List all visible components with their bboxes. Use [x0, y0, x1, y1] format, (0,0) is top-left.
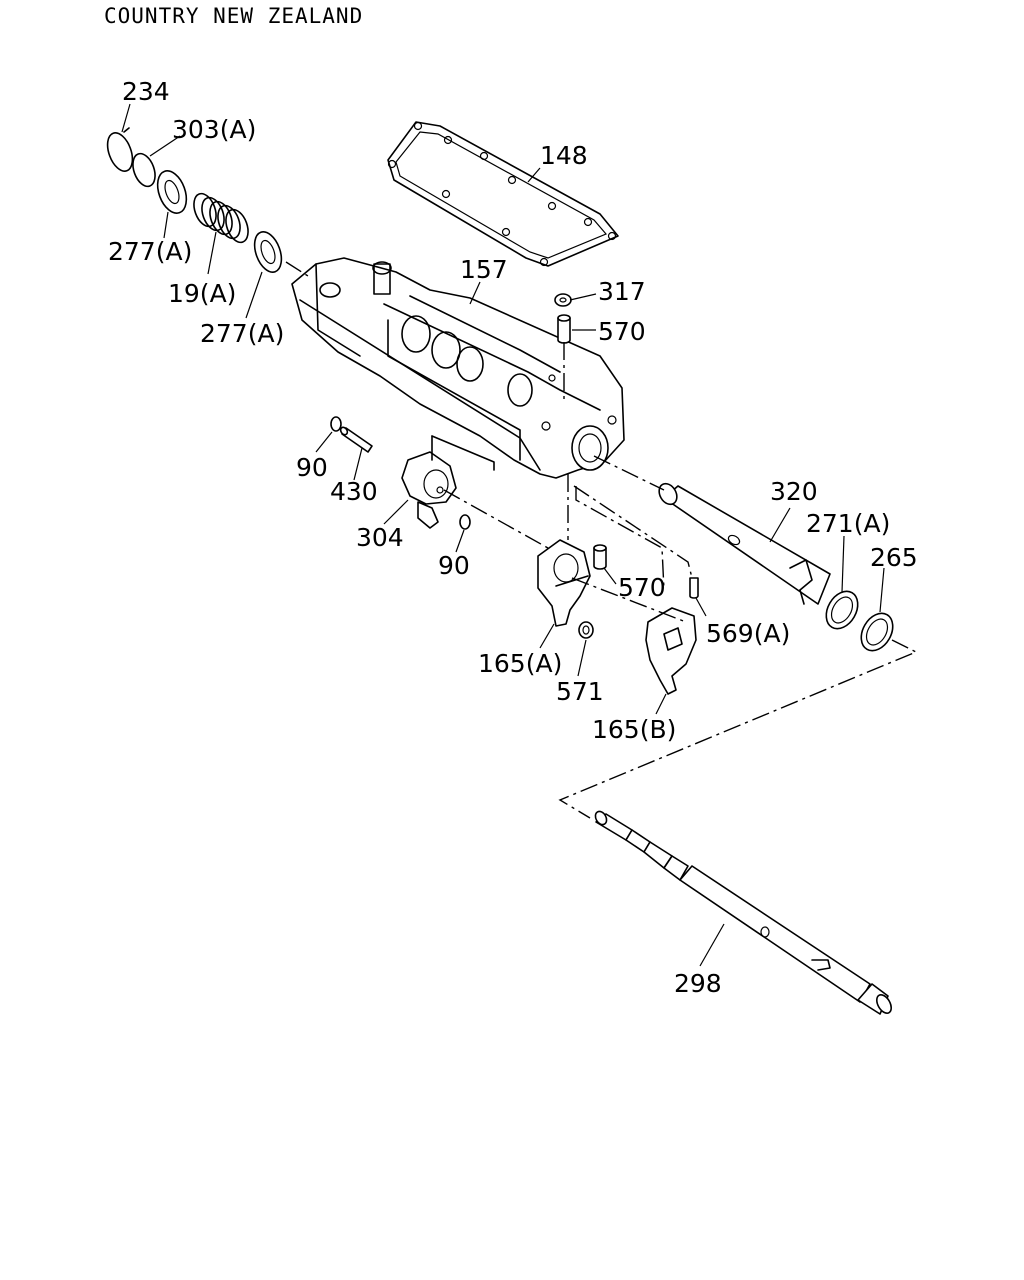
label-157: 157: [460, 255, 508, 284]
part-265-seal[interactable]: [855, 608, 899, 657]
label-90-left: 90: [296, 453, 328, 482]
part-569a-pin[interactable]: [689, 577, 699, 599]
part-317-nut[interactable]: [554, 293, 572, 307]
part-303a-snap-ring[interactable]: [129, 151, 159, 190]
country-header: COUNTRY NEW ZEALAND: [104, 4, 364, 28]
part-320-sleeve[interactable]: [656, 480, 831, 605]
leader-lines: [121, 103, 885, 967]
part-571-nut[interactable]: [578, 621, 594, 639]
label-317: 317: [598, 277, 646, 306]
label-430: 430: [330, 477, 378, 506]
label-148: 148: [540, 141, 588, 170]
label-165a: 165(A): [478, 649, 562, 678]
part-165a-lever[interactable]: [537, 539, 591, 627]
label-90-bottom: 90: [438, 551, 470, 580]
part-165b-plate[interactable]: [645, 607, 697, 695]
label-570-top: 570: [598, 317, 646, 346]
label-277a-bottom: 277(A): [200, 319, 284, 348]
assembly-guide-lines: [285, 261, 918, 819]
part-90-oring-left[interactable]: [330, 416, 342, 432]
label-277a-top: 277(A): [108, 237, 192, 266]
callout-labels: 234 303(A) 148 277(A) 19(A) 277(A) 157 3…: [108, 77, 918, 998]
label-234: 234: [122, 77, 170, 106]
label-320: 320: [770, 477, 818, 506]
label-570-mid: 570: [618, 573, 666, 602]
label-571: 571: [556, 677, 604, 706]
part-277a-lower-washer[interactable]: [250, 228, 287, 276]
part-430-pin[interactable]: [339, 426, 373, 453]
label-303a: 303(A): [172, 115, 256, 144]
part-19a-spring[interactable]: [190, 191, 252, 246]
part-157-housing[interactable]: [291, 257, 625, 479]
part-148-gasket[interactable]: [387, 121, 619, 267]
part-570-pin-top[interactable]: [557, 314, 571, 344]
label-19a: 19(A): [168, 279, 236, 308]
part-304-lever[interactable]: [401, 435, 495, 529]
part-277a-upper-washer[interactable]: [152, 167, 191, 217]
label-304: 304: [356, 523, 404, 552]
part-271a-ring[interactable]: [820, 586, 864, 635]
label-298: 298: [674, 969, 722, 998]
label-165b: 165(B): [592, 715, 676, 744]
part-298-shaft[interactable]: [593, 809, 894, 1015]
part-570-pin-mid[interactable]: [593, 544, 607, 570]
part-90-oring-bottom[interactable]: [459, 514, 471, 530]
label-569a: 569(A): [706, 619, 790, 648]
label-265: 265: [870, 543, 918, 572]
label-271a: 271(A): [806, 509, 890, 538]
part-234-snap-ring[interactable]: [103, 127, 137, 175]
